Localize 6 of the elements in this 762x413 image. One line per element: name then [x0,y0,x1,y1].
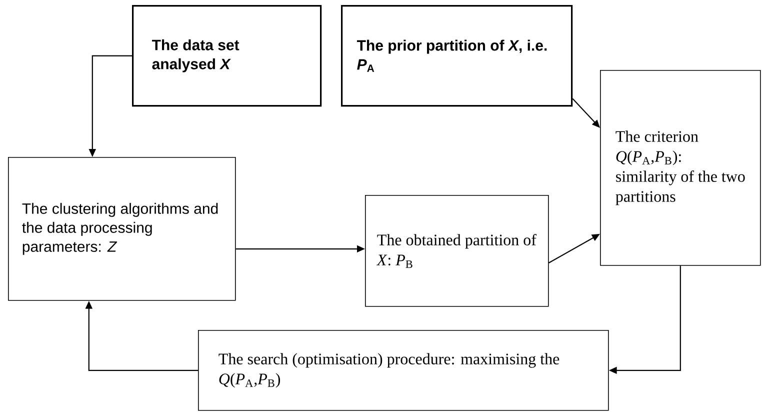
input-box: The prior partition of X, i.e. P$_{A}$ [341,5,573,107]
process-box: The clustering algorithms and the data processing parameters: Z [8,157,236,301]
process-box: The obtained partition of X: P$_{B}$ [365,195,549,307]
input-box: The data set analysed X [132,5,322,107]
process-box: The search (optimisation) procedure: maximising the Q(P$_{A}$,P$_{B}$) [198,330,609,411]
process-box: The criterion Q(P$_{A}$,P$_{B}$): similarity of the two partitions [600,70,761,266]
